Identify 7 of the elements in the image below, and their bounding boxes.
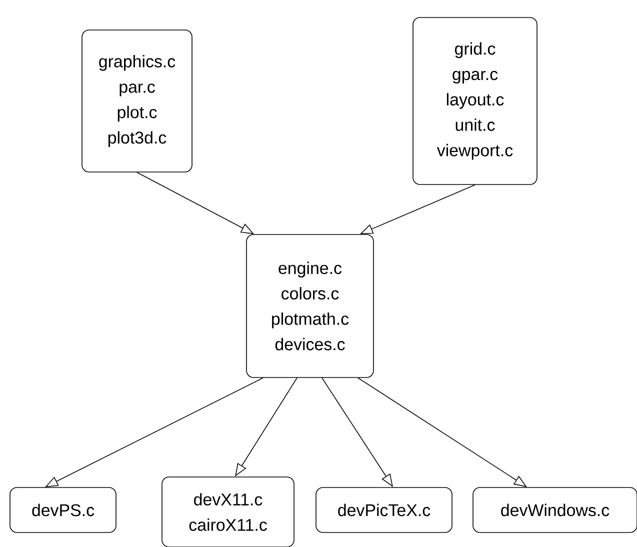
file-box: devX11.c cairoX11.c	[162, 476, 294, 547]
file-box: devWindows.c	[472, 487, 637, 533]
file-box: grid.c gpar.c layout.c unit.c viewport.c	[412, 17, 538, 185]
file-box: devPicTeX.c	[316, 487, 452, 533]
file-box: engine.c colors.c plotmath.c devices.c	[246, 234, 374, 378]
file-box: graphics.c par.c plot.c plot3d.c	[82, 30, 192, 172]
file-box: devPS.c	[10, 487, 116, 533]
